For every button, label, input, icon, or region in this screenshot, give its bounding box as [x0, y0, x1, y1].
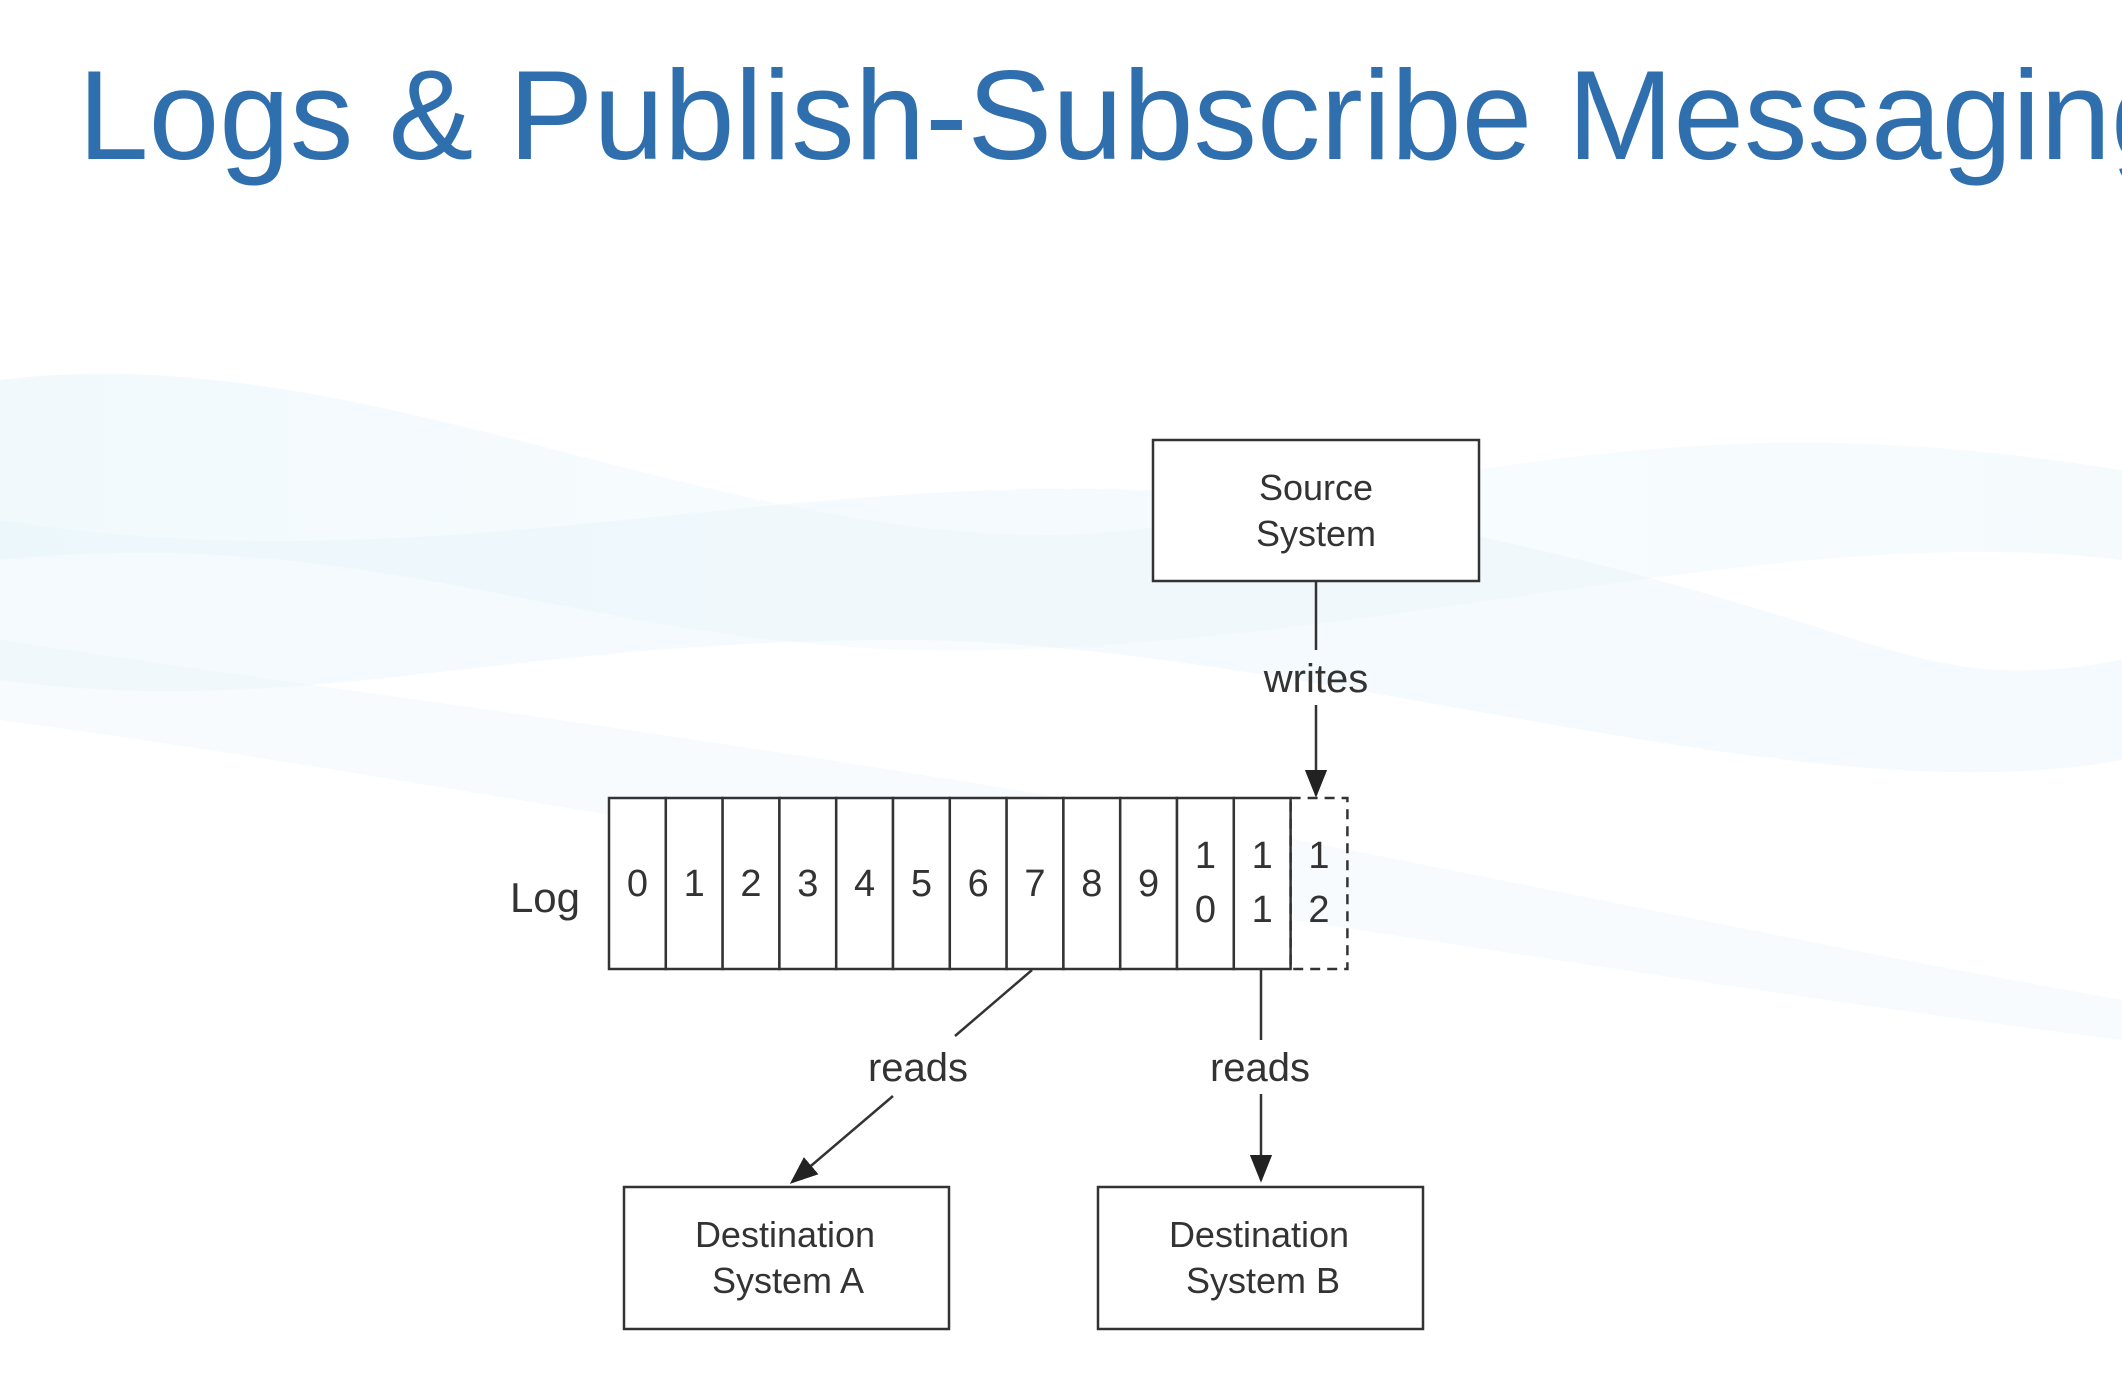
reads-a-label: reads [868, 1046, 968, 1090]
log-cell: 11 [1232, 796, 1292, 971]
log-cell-offset-top: 1 [1195, 835, 1216, 877]
destination-a-label-line2: System A [712, 1260, 864, 1301]
log-cell-offset-bottom: 2 [1308, 889, 1329, 931]
log-cell: 0 [607, 796, 668, 971]
log-cell: 9 [1118, 796, 1179, 971]
reads-arrow-b: reads [1210, 970, 1310, 1183]
log-label: Log [510, 874, 580, 921]
log-cell: 8 [1062, 796, 1122, 971]
destination-system-a-box: Destination System A [622, 1185, 951, 1331]
destination-b-label-line2: System B [1186, 1260, 1340, 1301]
reads-b-label: reads [1210, 1046, 1310, 1090]
log-cell: 5 [891, 796, 952, 971]
destination-system-b-box: Destination System B [1096, 1185, 1425, 1331]
log-cell: 4 [834, 796, 895, 971]
log-cell: 2 [721, 796, 781, 971]
reads-arrow-a: reads [789, 969, 1033, 1184]
source-system-box: Source System [1151, 438, 1481, 583]
destination-b-label-line1: Destination [1169, 1214, 1349, 1255]
log-cell-offset: 7 [1024, 863, 1045, 905]
slide-title: Logs & Publish-Subscribe Messaging [78, 44, 2122, 186]
log-cell-offset: 1 [684, 863, 705, 905]
log-cell-offset: 2 [740, 863, 761, 905]
log-cell-offset-top: 1 [1308, 835, 1329, 877]
log-cell: 1 [664, 796, 724, 971]
log-cell-offset: 6 [968, 863, 989, 905]
log-cell-offset-bottom: 0 [1195, 889, 1216, 931]
log-cell-offset: 5 [911, 863, 932, 905]
log-cell-offset: 8 [1081, 863, 1102, 905]
log-cell-pending: 12 [1289, 796, 1349, 971]
log-cell-offset: 9 [1138, 863, 1159, 905]
log-cell-offset-bottom: 1 [1252, 889, 1273, 931]
log-cell-offset-top: 1 [1252, 835, 1273, 877]
source-system-label-line2: System [1256, 513, 1376, 554]
log-cell: 6 [948, 796, 1008, 971]
log-cell: 10 [1175, 796, 1236, 971]
log-cell: 3 [778, 796, 838, 971]
source-system-label-line1: Source [1259, 467, 1373, 508]
writes-label: writes [1263, 657, 1368, 701]
log-cell-offset: 4 [854, 863, 875, 905]
destination-a-label-line1: Destination [695, 1214, 875, 1255]
writes-arrow: writes [1263, 581, 1368, 798]
log-cell-offset: 3 [797, 863, 818, 905]
log-cell-offset: 0 [627, 863, 648, 905]
log-cell: 7 [1005, 796, 1065, 971]
